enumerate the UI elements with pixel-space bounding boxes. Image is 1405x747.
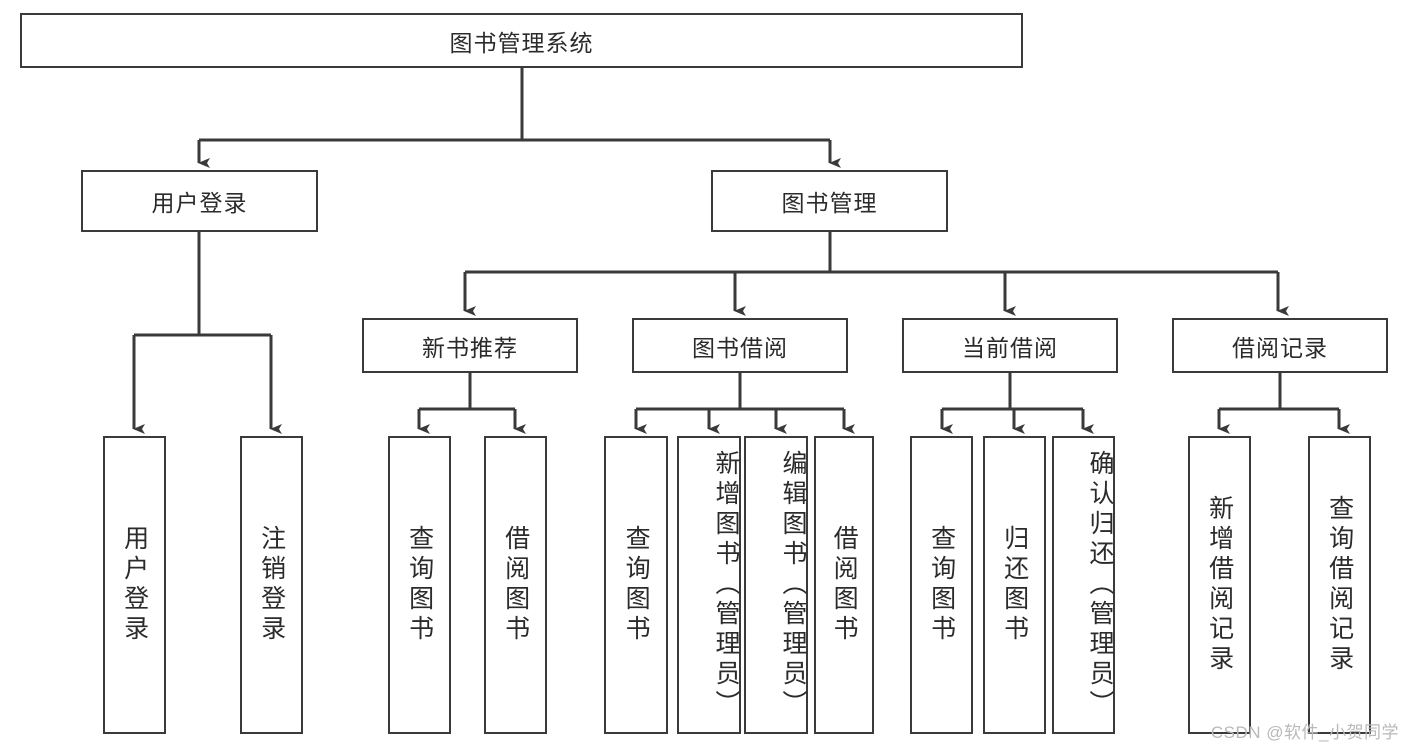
node-leaf-user-login-label: 用户登录 (120, 525, 149, 645)
node-new-book-rec[interactable]: 新书推荐 (362, 318, 578, 373)
node-leaf-confirm-return-label: 确认归还（管理员） (1086, 450, 1114, 720)
node-leaf-query-book-3[interactable]: 查询图书 (910, 436, 973, 734)
node-root[interactable]: 图书管理系统 (20, 13, 1023, 68)
node-leaf-edit-book-label: 编辑图书（管理员） (779, 450, 807, 720)
node-leaf-query-book-3-label: 查询图书 (927, 525, 956, 645)
node-book-manage[interactable]: 图书管理 (711, 170, 948, 232)
watermark-text: CSDN @软件_小贺同学 (1210, 723, 1399, 742)
node-user-login-label: 用户登录 (151, 190, 248, 216)
node-leaf-return-book[interactable]: 归还图书 (983, 436, 1046, 734)
node-leaf-query-record-label: 查询借阅记录 (1325, 495, 1354, 675)
node-user-login[interactable]: 用户登录 (81, 170, 318, 232)
node-leaf-query-book-2[interactable]: 查询图书 (604, 436, 668, 734)
node-leaf-add-book[interactable]: 新增图书（管理员） (677, 436, 741, 734)
node-borrow-record-label: 借阅记录 (1232, 334, 1328, 361)
node-leaf-add-record-label: 新增借阅记录 (1205, 495, 1234, 675)
node-leaf-query-book-1-label: 查询图书 (405, 525, 434, 645)
node-leaf-return-book-label: 归还图书 (1000, 525, 1029, 645)
node-leaf-borrow-book-2[interactable]: 借阅图书 (814, 436, 874, 734)
node-new-book-rec-label: 新书推荐 (422, 334, 518, 361)
node-leaf-logout[interactable]: 注销登录 (240, 436, 303, 734)
node-book-borrow[interactable]: 图书借阅 (632, 318, 848, 373)
node-current-borrow[interactable]: 当前借阅 (902, 318, 1118, 373)
node-leaf-edit-book[interactable]: 编辑图书（管理员） (744, 436, 808, 734)
node-leaf-borrow-book-1[interactable]: 借阅图书 (484, 436, 547, 734)
node-leaf-borrow-book-2-label: 借阅图书 (830, 525, 859, 645)
node-leaf-query-record[interactable]: 查询借阅记录 (1308, 436, 1371, 734)
node-leaf-logout-label: 注销登录 (257, 525, 286, 645)
node-book-manage-label: 图书管理 (781, 190, 878, 216)
node-leaf-query-book-2-label: 查询图书 (622, 525, 651, 645)
node-leaf-confirm-return[interactable]: 确认归还（管理员） (1052, 436, 1115, 734)
node-leaf-add-book-label: 新增图书（管理员） (712, 450, 740, 720)
node-leaf-query-book-1[interactable]: 查询图书 (388, 436, 451, 734)
node-book-borrow-label: 图书借阅 (692, 334, 788, 361)
node-leaf-user-login[interactable]: 用户登录 (103, 436, 166, 734)
node-current-borrow-label: 当前借阅 (962, 334, 1058, 361)
node-root-label: 图书管理系统 (449, 29, 594, 56)
node-leaf-borrow-book-1-label: 借阅图书 (501, 525, 530, 645)
node-borrow-record[interactable]: 借阅记录 (1172, 318, 1388, 373)
node-leaf-add-record[interactable]: 新增借阅记录 (1188, 436, 1251, 734)
